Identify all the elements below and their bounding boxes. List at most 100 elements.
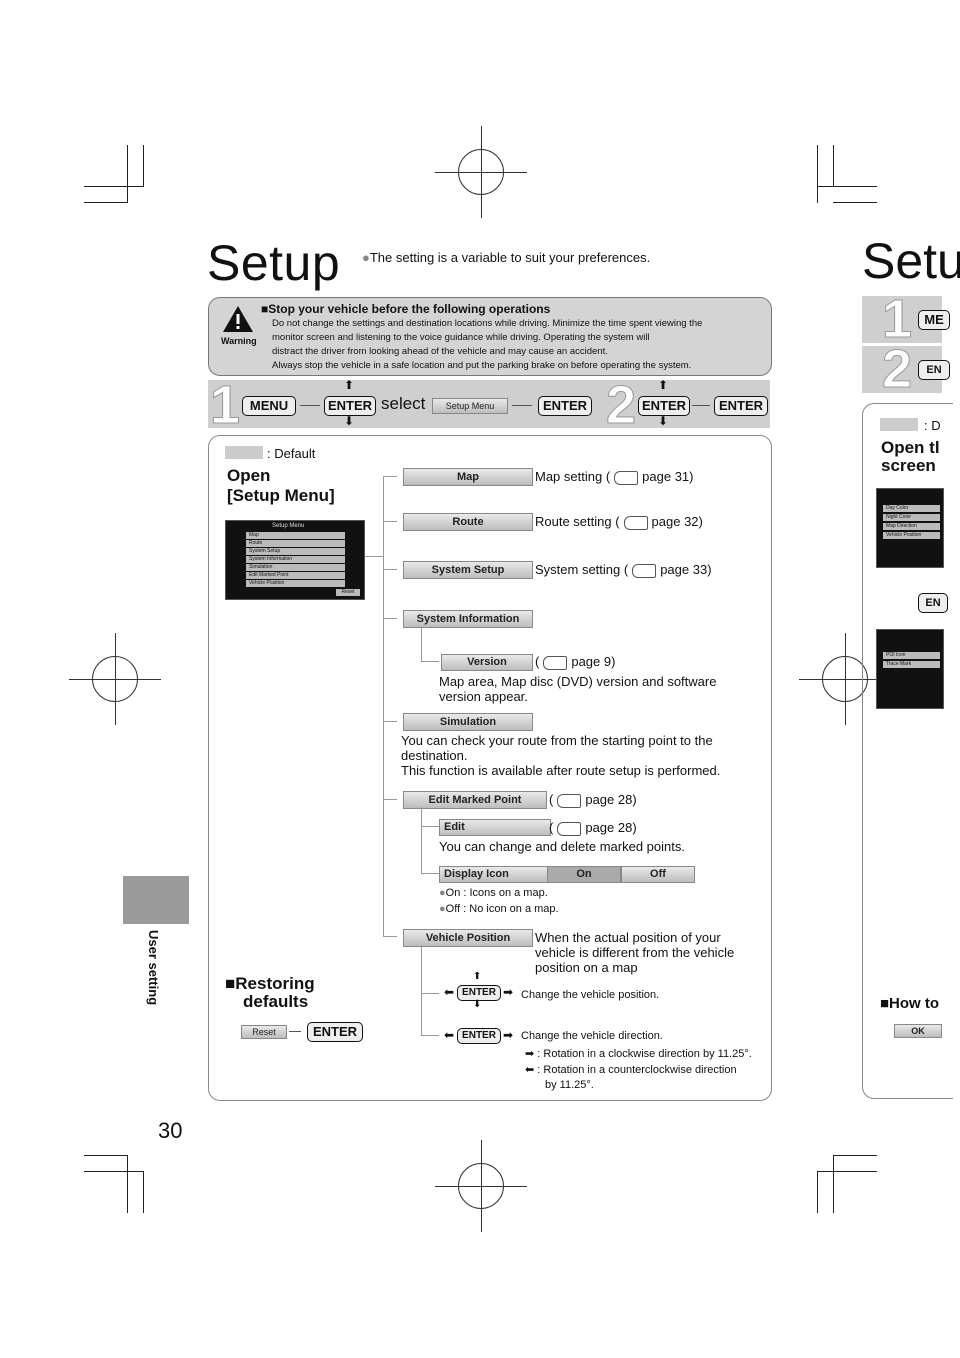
menu-key[interactable]: MENU <box>242 396 296 416</box>
registration-mark <box>799 633 891 725</box>
warning-label: Warning <box>221 336 257 346</box>
screen-row: POI Icon <box>883 652 940 659</box>
page-ref-icon <box>614 470 639 485</box>
connector <box>383 569 397 570</box>
map-setting-screen: Day Color Night Color Map Direction Vehi… <box>876 488 944 568</box>
right-arrow-icon: ➡ <box>525 1048 535 1060</box>
page-ref-icon <box>557 821 582 836</box>
right-open-heading: Open tl <box>881 438 940 457</box>
arrow <box>289 1031 301 1032</box>
version-button[interactable]: Version <box>441 654 533 671</box>
left-arrow-icon: ⬅ <box>525 1064 535 1076</box>
open-heading: [Setup Menu] <box>227 486 335 505</box>
restore-heading: defaults <box>243 992 309 1011</box>
down-arrow-icon: ⬇ <box>658 414 669 428</box>
page-number: 30 <box>158 1118 183 1143</box>
default-swatch <box>225 446 263 459</box>
crop-mark <box>127 1155 128 1213</box>
warning-heading: ■Stop your vehicle before the following … <box>261 302 551 316</box>
crop-mark <box>143 1171 144 1213</box>
map-button[interactable]: Map <box>403 468 533 486</box>
step-number: 1 <box>881 289 913 349</box>
simulation-button[interactable]: Simulation <box>403 713 533 731</box>
default-swatch <box>880 418 918 431</box>
up-arrow-icon: ⬆ <box>658 378 669 392</box>
enter-key[interactable]: EN <box>918 593 948 613</box>
setup-menu-screen: Setup Menu Map Route System Setup System… <box>225 520 365 600</box>
menu-key[interactable]: ME <box>918 310 950 330</box>
screen-reset: Reset <box>336 589 360 596</box>
registration-mark <box>69 633 161 725</box>
connector <box>421 945 422 1035</box>
screen-row: Trace Mark <box>883 661 940 668</box>
crop-mark <box>833 145 834 187</box>
connector <box>383 936 397 937</box>
warning-line: Always stop the vehicle in a safe locati… <box>272 360 692 371</box>
crop-mark <box>833 202 877 203</box>
screen-row: Edit Marked Point <box>246 572 345 579</box>
vehicle-position-button[interactable]: Vehicle Position <box>403 929 533 947</box>
map-description: Map setting (page 31) <box>535 469 694 485</box>
down-arrow-icon: ⬇ <box>473 999 482 1010</box>
on-button[interactable]: On <box>547 866 621 883</box>
connector <box>421 1035 439 1036</box>
vehicle-description: vehicle is different from the vehicle <box>535 945 735 960</box>
connector <box>421 626 422 661</box>
edit-page-ref: (page 28) <box>549 820 637 836</box>
version-description: Map area, Map disc (DVD) version and sof… <box>439 674 717 689</box>
ok-button[interactable]: OK <box>894 1024 942 1038</box>
vehicle-description: When the actual position of your <box>535 930 721 945</box>
default-legend: : Default <box>267 446 316 461</box>
screen-row: Simulation <box>246 564 345 571</box>
step-bar: 1 MENU ENTER ⬆ ⬇ select Setup Menu ENTER… <box>208 378 770 433</box>
right-page-title: Setu <box>862 233 960 289</box>
system-setup-button[interactable]: System Setup <box>403 561 533 579</box>
screen-row: Vehicle Position <box>883 532 940 539</box>
screen-row: Map Direction <box>883 523 940 530</box>
page-ref-icon <box>557 793 582 808</box>
up-arrow-icon: ⬆ <box>473 971 482 982</box>
connector <box>365 556 383 557</box>
right-arrow-icon: ➡ <box>503 1028 514 1042</box>
system-setup-screen: POI Icon Trace Mark <box>876 629 944 709</box>
connector <box>383 476 397 477</box>
right-arrow-icon: ➡ <box>503 985 514 999</box>
bullet-icon: ● <box>362 250 370 265</box>
open-heading: Open <box>227 466 271 485</box>
reset-button[interactable]: Reset <box>241 1025 287 1039</box>
crop-mark <box>817 1171 877 1172</box>
off-button[interactable]: Off <box>621 866 695 883</box>
left-arrow-icon: ⬅ <box>444 1028 455 1042</box>
crop-mark <box>84 1171 144 1172</box>
system-information-button[interactable]: System Information <box>403 610 533 628</box>
edit-marked-point-button[interactable]: Edit Marked Point <box>403 791 547 809</box>
enter-key[interactable]: ENTER <box>638 396 690 416</box>
how-to-heading: ■How to <box>880 995 940 1012</box>
connector <box>421 993 439 994</box>
restore-heading: ■Restoring <box>225 974 315 993</box>
connector <box>383 721 397 722</box>
edit-button[interactable]: Edit <box>439 819 551 836</box>
setup-menu-panel: : Default Open [Setup Menu] Setup Menu M… <box>208 435 772 1101</box>
route-button[interactable]: Route <box>403 513 533 531</box>
warning-box: Warning ■Stop your vehicle before the fo… <box>208 297 772 376</box>
crop-mark <box>84 1155 128 1156</box>
enter-key[interactable]: EN <box>918 360 950 380</box>
step-number: 1 <box>209 375 241 435</box>
enter-key[interactable]: ENTER <box>307 1022 363 1042</box>
bullet-icon: ● <box>439 903 446 915</box>
screen-row: Night Color <box>883 514 940 521</box>
enter-key[interactable]: ENTER <box>324 396 376 416</box>
connector <box>383 799 397 800</box>
left-arrow-icon: ⬅ <box>444 985 455 999</box>
enter-key[interactable]: ENTER <box>714 396 768 416</box>
setup-menu-button[interactable]: Setup Menu <box>432 398 508 414</box>
display-icon-button[interactable]: Display Icon <box>439 866 549 883</box>
enter-key[interactable]: ENTER <box>457 1028 501 1044</box>
version-description: version appear. <box>439 689 528 704</box>
change-position-text: Change the vehicle position. <box>521 989 660 1001</box>
crop-mark <box>817 145 818 203</box>
enter-key[interactable]: ENTER <box>457 985 501 1001</box>
step-number: 2 <box>881 339 913 399</box>
enter-key[interactable]: ENTER <box>538 396 592 416</box>
